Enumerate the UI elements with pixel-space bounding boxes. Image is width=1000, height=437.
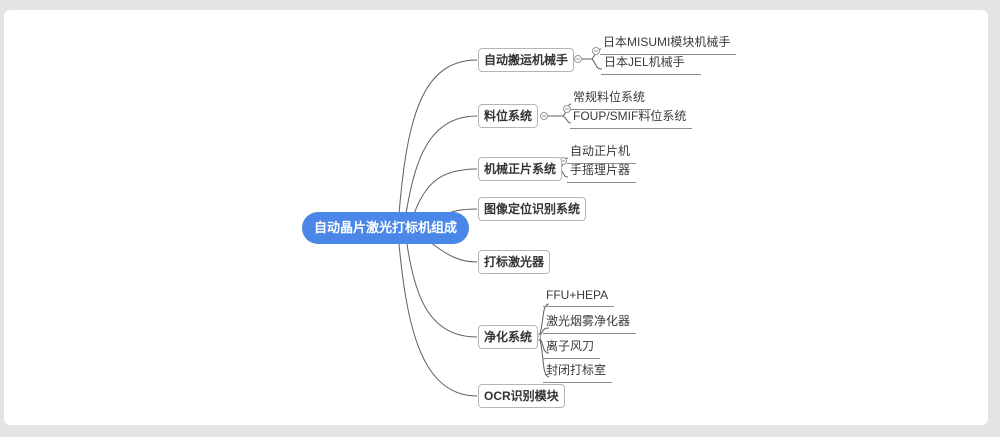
- leaf-node[interactable]: FFU+HEPA: [543, 286, 615, 307]
- root-node[interactable]: 自动晶片激光打标机组成: [302, 212, 470, 244]
- leaf-node[interactable]: 手摇理片器: [567, 159, 637, 183]
- leaf-node[interactable]: FOUP/SMIF料位系统: [570, 105, 693, 129]
- leaf-node[interactable]: 常规料位系统: [570, 86, 652, 110]
- connector-line: [398, 59, 478, 215]
- connector-line: [413, 168, 478, 215]
- connector-line: [398, 243, 478, 397]
- connector-line: [539, 339, 550, 378]
- leaf-node[interactable]: 自动正片机: [567, 140, 637, 164]
- connector-line: [405, 115, 478, 215]
- leaf-node[interactable]: 离子风刀: [543, 335, 601, 359]
- leaf-node[interactable]: 封闭打标室: [543, 359, 613, 383]
- branch-node-material-system[interactable]: 料位系统: [478, 104, 539, 128]
- connector-line: [406, 243, 478, 338]
- connector-line: [591, 58, 603, 70]
- connector-line: [539, 303, 550, 335]
- minus-circle-icon[interactable]: [592, 47, 600, 55]
- connector-line: [562, 115, 572, 124]
- connector-line: [539, 327, 550, 336]
- branch-node-handling-robot[interactable]: 自动搬运机械手: [478, 48, 575, 72]
- branch-node-aligner-system[interactable]: 机械正片系统: [478, 157, 563, 181]
- connector-line: [429, 241, 478, 263]
- branch-node-vision-system[interactable]: 图像定位识别系统: [478, 197, 587, 221]
- leaf-node[interactable]: 激光烟雾净化器: [543, 310, 637, 334]
- branch-node-purification-system[interactable]: 净化系统: [478, 325, 539, 349]
- minus-circle-icon[interactable]: [540, 112, 548, 120]
- connector-line: [539, 338, 550, 354]
- leaf-node[interactable]: 日本JEL机械手: [601, 51, 701, 75]
- leaf-node[interactable]: 日本MISUMI模块机械手: [600, 31, 737, 55]
- minus-circle-icon[interactable]: [574, 55, 582, 63]
- branch-node-marking-laser[interactable]: 打标激光器: [478, 250, 551, 274]
- branch-node-ocr-module[interactable]: OCR识别模块: [478, 384, 565, 408]
